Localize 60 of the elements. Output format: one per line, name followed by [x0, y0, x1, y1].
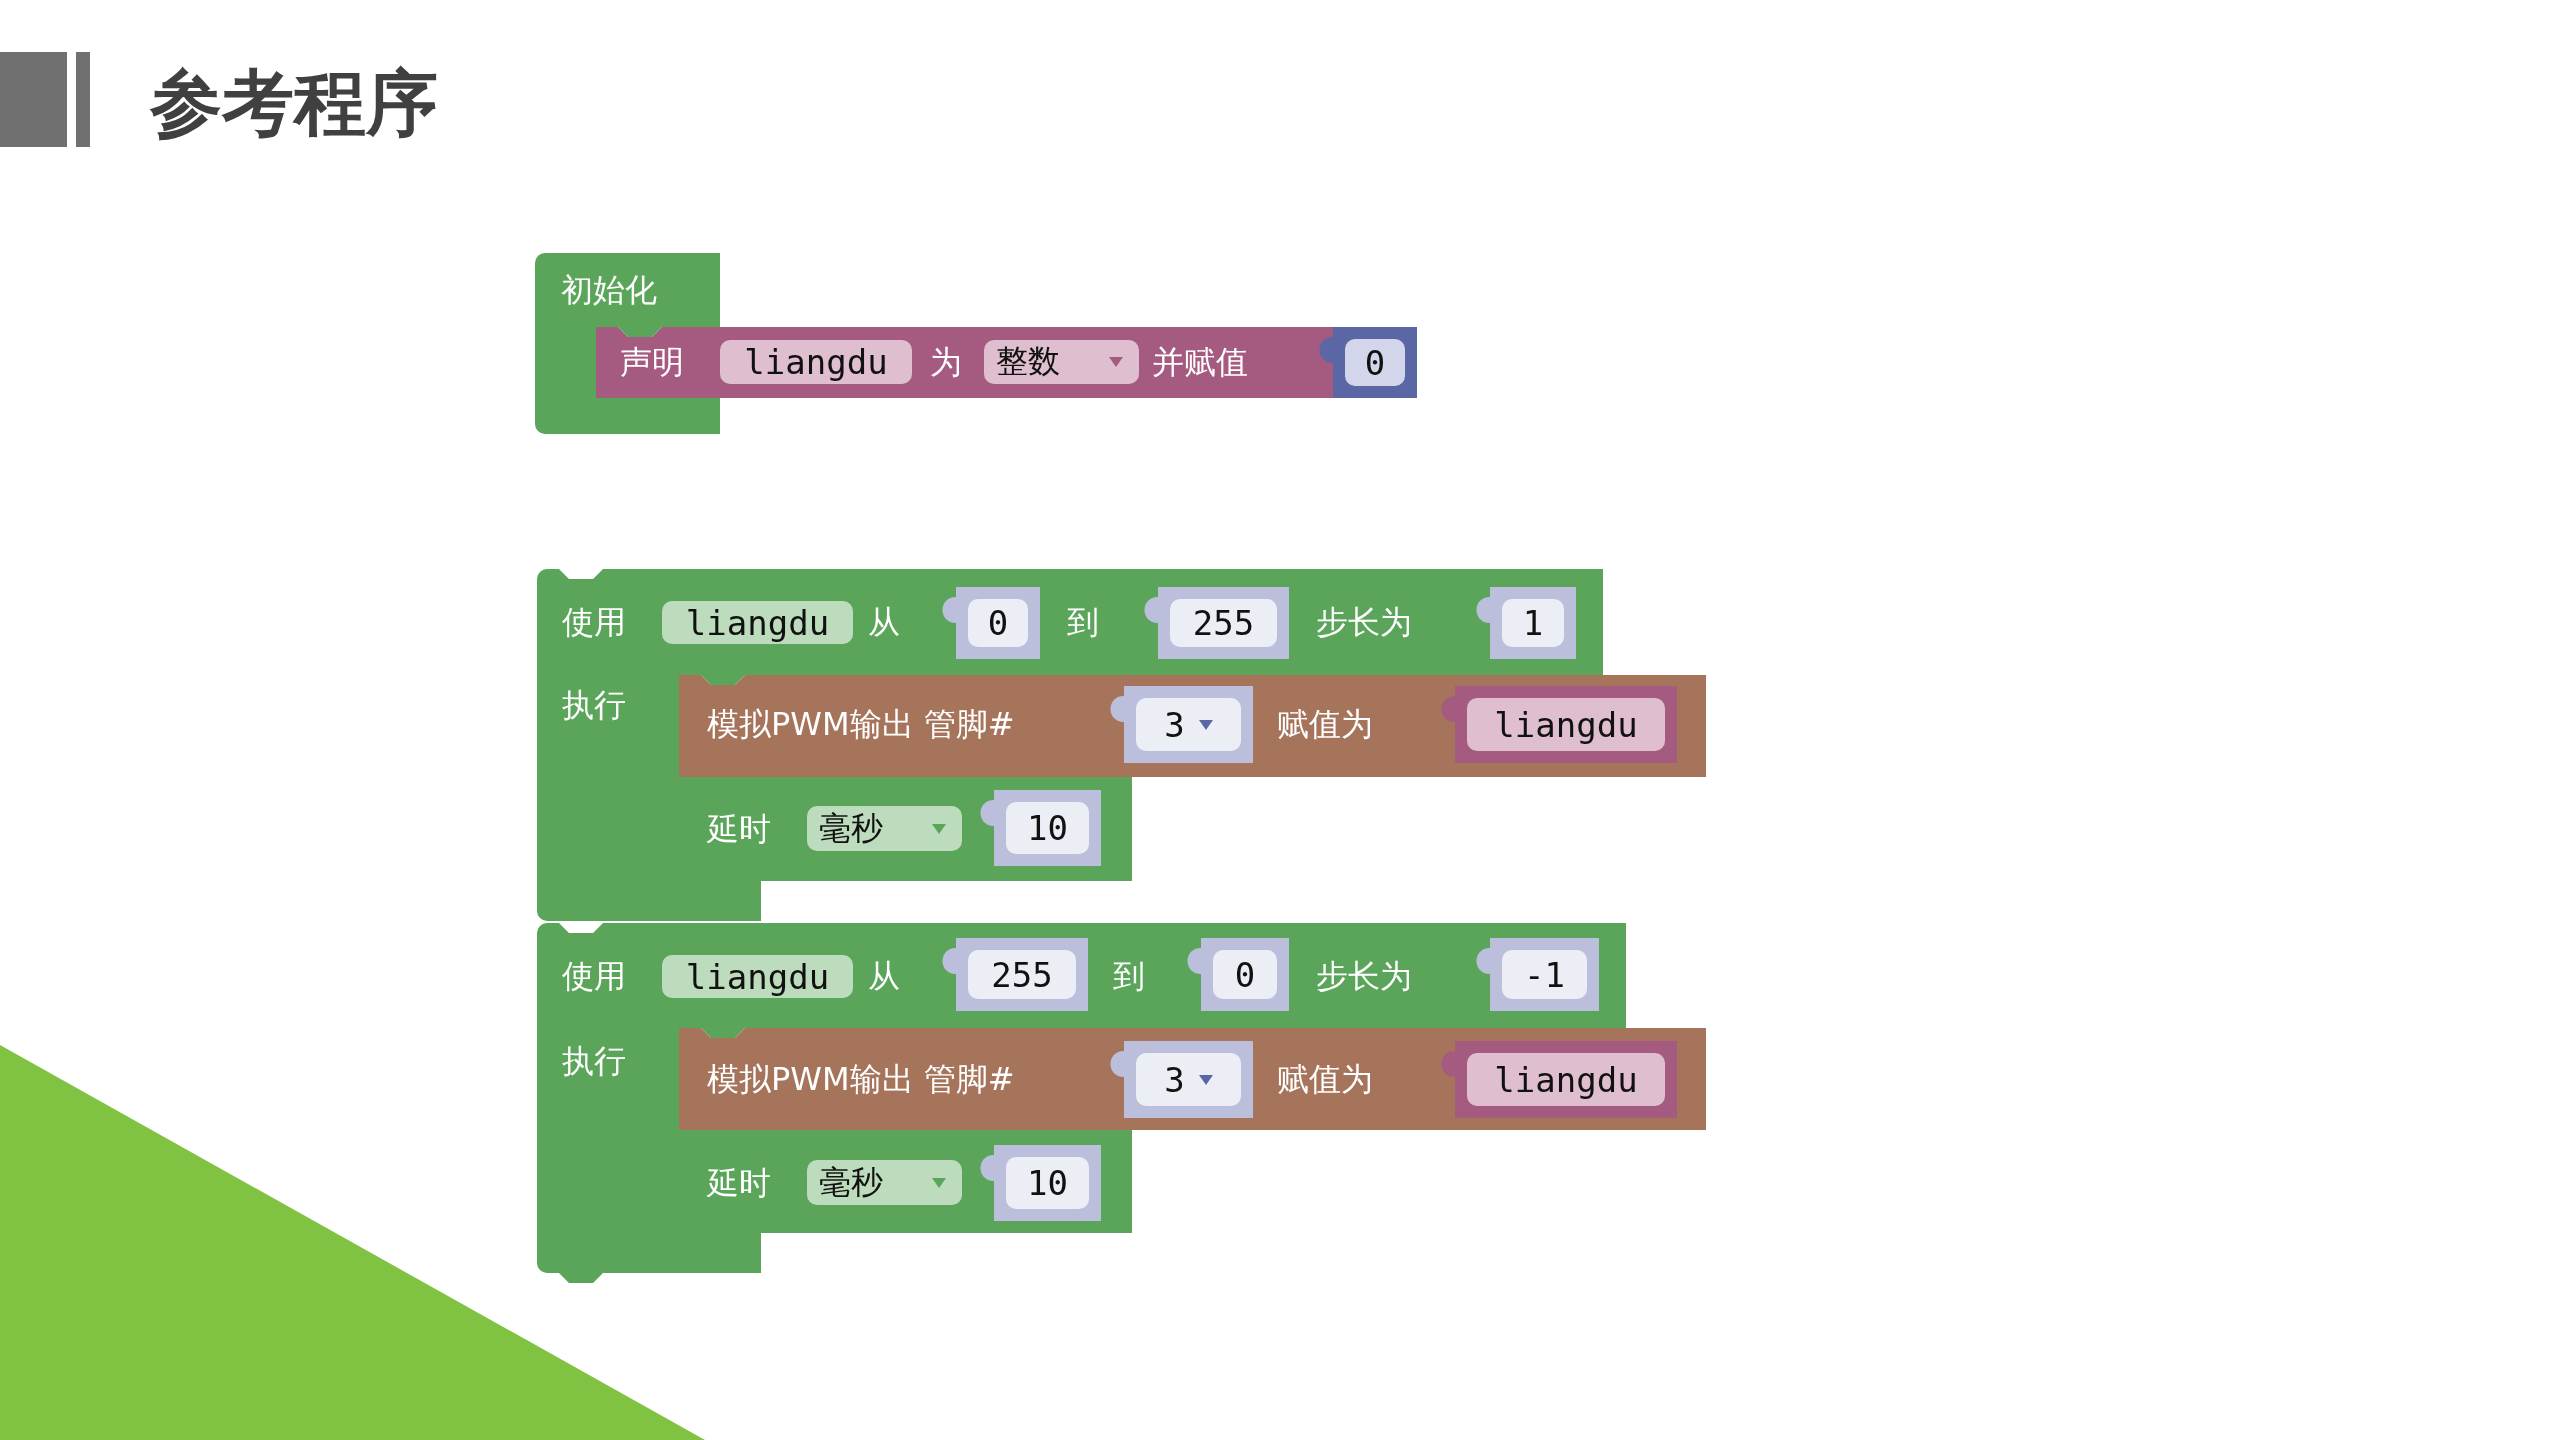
delay-block [679, 777, 1132, 881]
number-field: 0 [1213, 950, 1277, 999]
block-label: 执行 [562, 685, 626, 725]
block-label: 延时 [707, 809, 771, 849]
dropdown-field: 毫秒 [807, 806, 962, 851]
block-label: 延时 [707, 1163, 771, 1203]
variable-field: liangdu [720, 340, 912, 384]
block-label: 从 [868, 956, 900, 996]
setup-block [535, 253, 720, 434]
number-field: 1 [1502, 599, 1564, 647]
loop-block [537, 923, 1706, 1283]
block-label: 使用 [562, 602, 626, 642]
block-label: 赋值为 [1277, 704, 1373, 744]
block-label: 声明 [620, 342, 684, 382]
dropdown-field: 整数 [984, 340, 1139, 384]
number-block [1319, 327, 1417, 398]
variable-field: liangdu [662, 955, 853, 998]
block-label: 赋值为 [1277, 1059, 1373, 1099]
number-block [1144, 587, 1289, 659]
block-label: 模拟PWM输出 管脚# [707, 704, 1015, 744]
block-label: 执行 [562, 1041, 626, 1081]
dropdown-field: 毫秒 [807, 1160, 962, 1205]
variable-block [1441, 686, 1677, 763]
pin-block [1110, 1041, 1253, 1118]
block-label: 步长为 [1316, 602, 1412, 642]
variable-field: liangdu [1467, 1053, 1665, 1106]
block-label: 并赋值 [1152, 342, 1248, 382]
number-field: 10 [1006, 1157, 1089, 1209]
block-label: 步长为 [1316, 956, 1412, 996]
number-field: -1 [1502, 950, 1587, 999]
loop-block [537, 569, 1706, 921]
analog-write-block [679, 1028, 1706, 1130]
declare-block [596, 327, 1333, 398]
number-block [942, 587, 1040, 659]
block-label: 到 [1113, 956, 1145, 996]
variable-field: liangdu [1467, 698, 1665, 751]
number-block [980, 1145, 1101, 1221]
block-label: 从 [868, 602, 900, 642]
number-field: 0 [968, 599, 1028, 647]
number-field: 255 [1170, 599, 1277, 647]
variable-block [1441, 1041, 1677, 1118]
number-block [942, 938, 1088, 1011]
pin-block [1110, 686, 1253, 763]
dropdown-field: 3 [1136, 698, 1241, 751]
number-field: 255 [968, 950, 1076, 999]
number-block [1476, 587, 1576, 659]
block-label: 使用 [562, 956, 626, 996]
number-field: 0 [1345, 339, 1405, 386]
block-label: 为 [930, 342, 962, 382]
dropdown-field: 3 [1136, 1053, 1241, 1106]
block-label: 模拟PWM输出 管脚# [707, 1059, 1015, 1099]
block-label: 到 [1067, 602, 1099, 642]
delay-block [679, 1130, 1132, 1233]
number-block [1476, 938, 1599, 1011]
number-block [980, 790, 1101, 866]
number-field: 10 [1006, 802, 1089, 854]
slide-title: 参考程序 [150, 60, 438, 146]
analog-write-block [679, 675, 1706, 777]
variable-field: liangdu [662, 601, 853, 644]
block-label: 初始化 [561, 270, 657, 310]
